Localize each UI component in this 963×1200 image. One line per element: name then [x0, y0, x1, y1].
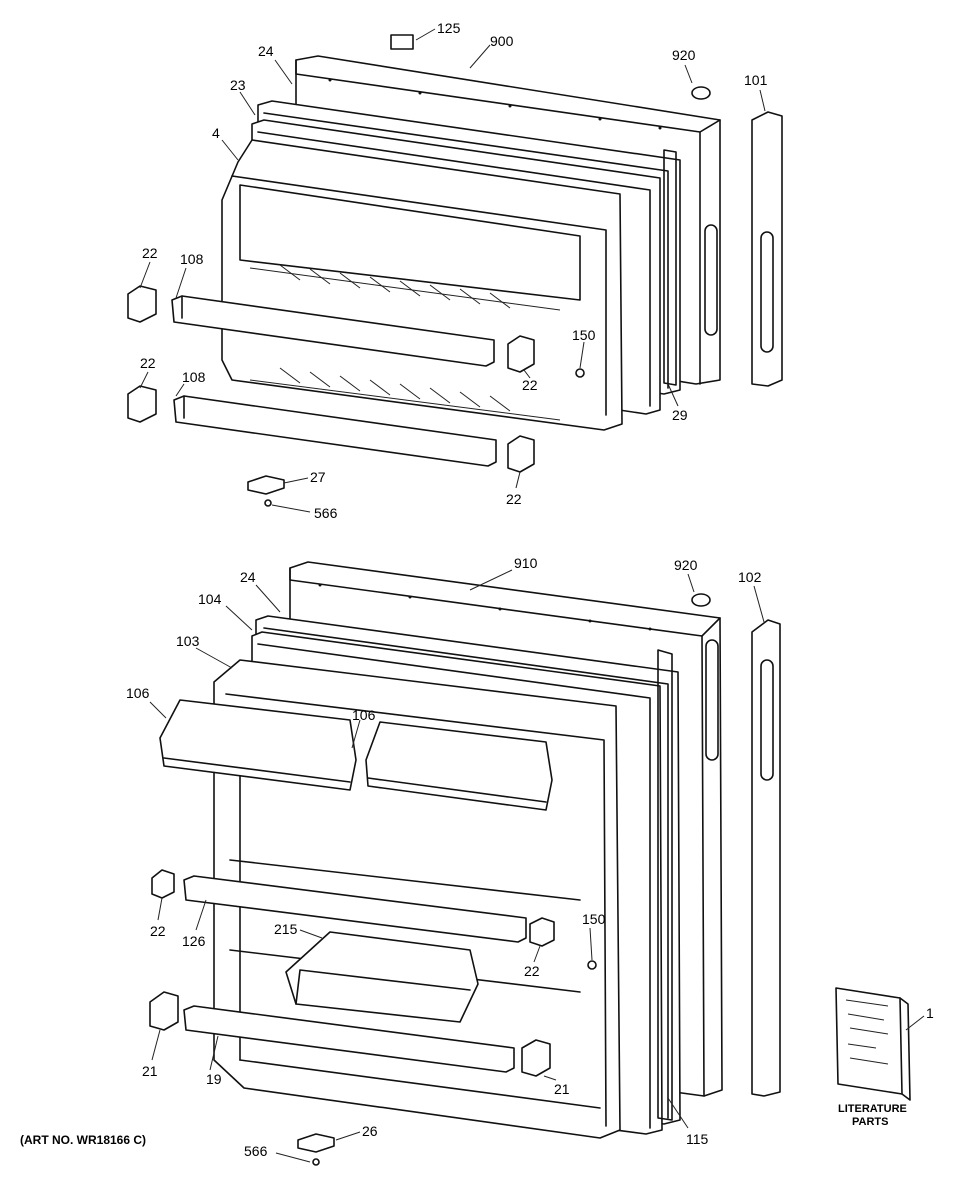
label-566-top: 566 [314, 505, 338, 521]
label-125: 125 [437, 20, 461, 36]
label-126: 126 [182, 933, 206, 949]
part-101-handle [751, 111, 783, 387]
label-101: 101 [744, 72, 768, 88]
part-27-hinge-cap [247, 475, 285, 495]
label-22-b: 22 [140, 355, 156, 371]
part-108-shelf-bar-upper [171, 295, 495, 367]
part-125-label-plate [390, 34, 414, 50]
label-4: 4 [212, 125, 220, 141]
label-29: 29 [672, 407, 688, 423]
literature-label-line2: PARTS [852, 1116, 888, 1128]
part-150-screw-lower [587, 960, 597, 970]
label-115: 115 [686, 1131, 709, 1147]
label-22-d: 22 [506, 491, 522, 507]
leader-lines-top [139, 28, 766, 513]
fresh-food-door-assembly [149, 561, 925, 1166]
label-150-top: 150 [572, 327, 596, 343]
label-106-right: 106 [352, 707, 376, 723]
label-920-top: 920 [672, 47, 696, 63]
part-22-bracket-c [507, 335, 535, 373]
part-920-plug [691, 86, 711, 100]
label-26: 26 [362, 1123, 378, 1139]
label-900: 900 [490, 33, 514, 49]
part-920-plug-lower [691, 593, 711, 607]
label-24-top: 24 [258, 43, 274, 59]
part-22-bracket-b [127, 385, 157, 423]
label-150-bottom: 150 [582, 911, 606, 927]
part-22-bracket-a [127, 285, 157, 323]
part-22-bracket-d [507, 435, 535, 473]
label-22-a: 22 [142, 245, 158, 261]
part-566-screw-b [312, 1158, 320, 1166]
part-126-shelf-bar [183, 875, 527, 943]
part-115-gasket-strip [657, 649, 673, 1121]
label-920-bottom: 920 [674, 557, 698, 573]
label-27: 27 [310, 469, 326, 485]
label-21-right: 21 [554, 1081, 570, 1097]
literature-label-line1: LITERATURE [838, 1103, 907, 1115]
part-21-bracket-a [149, 991, 179, 1031]
freezer-door-assembly [127, 28, 783, 513]
label-24-bottom: 24 [240, 569, 256, 585]
part-108-shelf-bar-lower [173, 395, 497, 467]
label-102: 102 [738, 569, 762, 585]
label-1: 1 [926, 1005, 934, 1021]
label-108-b: 108 [182, 369, 206, 385]
label-215: 215 [274, 921, 298, 937]
label-566-bottom: 566 [244, 1143, 268, 1159]
part-215-dairy-bin [285, 931, 479, 1023]
part-150-screw [575, 368, 585, 378]
part-26-hinge-cap [297, 1133, 335, 1153]
part-566-screw-a [264, 499, 272, 507]
part-1-literature-booklet [835, 987, 911, 1101]
label-103: 103 [176, 633, 200, 649]
leader-lines-bottom [149, 569, 925, 1163]
label-22-c: 22 [522, 377, 538, 393]
part-22-bracket-f [529, 917, 555, 947]
label-21-left: 21 [142, 1063, 158, 1079]
label-23: 23 [230, 77, 246, 93]
part-29-gasket-strip [663, 149, 677, 386]
label-910: 910 [514, 555, 538, 571]
part-19-shelf-bar [183, 1005, 515, 1073]
label-19: 19 [206, 1071, 222, 1087]
label-106-left: 106 [126, 685, 150, 701]
part-106-bin-left [159, 699, 357, 791]
part-21-bracket-b [521, 1039, 551, 1077]
label-104: 104 [198, 591, 222, 607]
part-106-bin-right [365, 721, 553, 811]
label-22-f: 22 [524, 963, 540, 979]
part-22-bracket-e [151, 869, 175, 899]
label-22-e: 22 [150, 923, 166, 939]
art-number: (ART NO. WR18166 C) [20, 1133, 146, 1147]
part-102-handle [751, 619, 781, 1097]
callout-labels: 125 900 24 920 101 23 4 22 108 150 22 10… [20, 20, 934, 1159]
label-108-a: 108 [180, 251, 204, 267]
